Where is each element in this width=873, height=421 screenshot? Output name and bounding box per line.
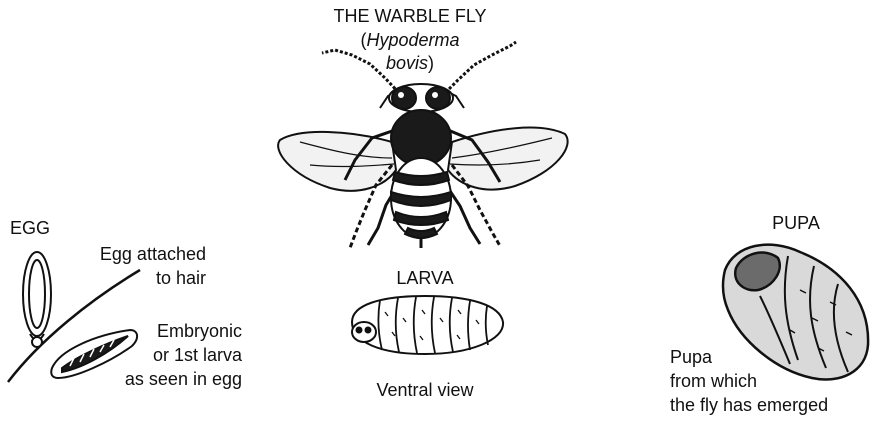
fly-title: THE WARBLE FLY [312, 6, 508, 27]
fly-head [389, 84, 453, 112]
egg-on-hair [23, 252, 51, 336]
pupa-caption-line1: Pupa [670, 347, 712, 368]
pupa-illustration [723, 245, 868, 380]
paren-close: ) [428, 53, 434, 73]
fly-species-line1: (Hypoderma [340, 30, 480, 51]
egg-attached-label-line2: to hair [60, 268, 206, 289]
embryonic-label-line3: as seen in egg [100, 369, 242, 390]
larva-heading: LARVA [370, 268, 480, 289]
fly-epithet: bovis [386, 53, 428, 73]
pupa-heading: PUPA [756, 213, 836, 234]
fly-genus: Hypoderma [366, 30, 459, 50]
egg-attached-label-line1: Egg attached [60, 244, 206, 265]
egg-heading: EGG [10, 218, 50, 239]
larva-caption: Ventral view [350, 380, 500, 401]
pupa-caption-line3: the fly has emerged [670, 395, 828, 416]
fly-species-line2: bovis) [360, 53, 460, 74]
embryonic-label-line2: or 1st larva [100, 345, 242, 366]
larva-illustration [352, 296, 503, 354]
fly-abdomen [391, 158, 451, 248]
embryonic-label-line1: Embryonic [100, 321, 242, 342]
pupa-caption-line2: from which [670, 371, 757, 392]
